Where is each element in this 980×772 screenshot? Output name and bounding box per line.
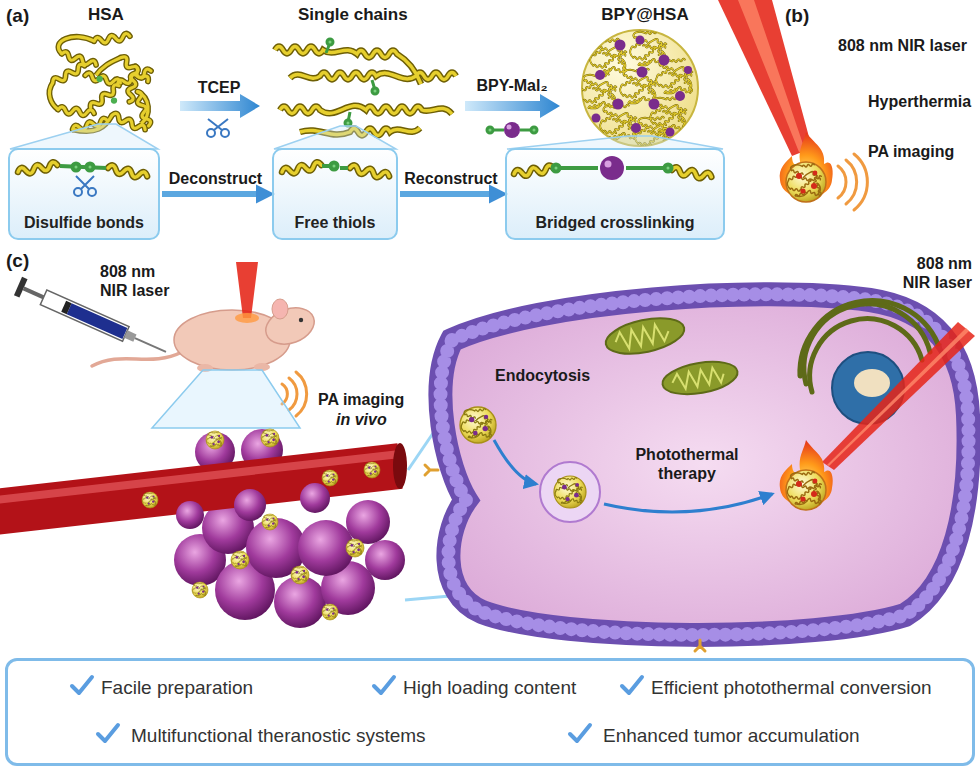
mouse-laser-beam [235, 262, 259, 323]
bpy-mal2-arrow [465, 94, 560, 138]
zoom-funnel [152, 370, 300, 428]
single-chains [275, 39, 456, 136]
inset-fills [9, 149, 724, 239]
closeup-box: Disulfide bonds [8, 148, 160, 240]
imaging-label: in vivo [336, 410, 387, 429]
step-label: Reconstruct [404, 169, 497, 188]
laser-label: 808 nm NIR laser [892, 254, 972, 292]
feature-item: Enhanced tumor accumulation [603, 725, 860, 748]
bpy-hsa-nanoparticle [580, 30, 698, 152]
molecule-label: Single chains [298, 5, 408, 25]
reagent-label: BPY-Mal₂ [476, 76, 547, 95]
mitochondria [603, 312, 740, 399]
molecule-label: BPY@HSA [601, 5, 688, 25]
closeup-caption: Free thiols [295, 214, 376, 232]
hsa-protein [49, 33, 152, 132]
molecule-label: HSA [88, 5, 124, 25]
closeup-box: Bridged crosslinking [505, 148, 725, 240]
mouse [92, 299, 319, 372]
feature-item: High loading content [403, 677, 576, 700]
step-label: Deconstruct [169, 169, 262, 188]
tumor-cells-front [176, 483, 330, 529]
inset-closeups [17, 156, 712, 196]
tcep-arrow [180, 94, 260, 137]
effect-label: PA imaging [868, 142, 954, 161]
panel-letter: (a) [6, 5, 29, 28]
endocytosis-path [460, 407, 833, 522]
reagent-label: TCEP [198, 78, 241, 97]
nir-laser-beam [718, 0, 812, 156]
tumor-nanoparticles [142, 429, 380, 620]
nucleus-er [800, 301, 938, 424]
cell-laser-beam [822, 322, 975, 470]
laser-label: 808 nm NIR laser [100, 262, 180, 300]
process-label: Endocytosis [495, 366, 590, 385]
feature-item: Facile preparation [101, 677, 253, 700]
imaging-label: PA imaging [318, 390, 404, 409]
panel-letter: (b) [785, 5, 809, 28]
process-arrow [162, 191, 269, 197]
feature-panel: Facile preparation High loading content Ef… [5, 658, 975, 766]
process-label: Photothermal therapy [630, 445, 744, 483]
blood-vessel [0, 443, 407, 512]
effect-label: Hyperthermia [868, 92, 971, 111]
inset-callouts [10, 124, 723, 149]
closeup-caption: Disulfide bonds [24, 214, 144, 232]
tumor-cell [425, 294, 969, 651]
feature-item: Multifunctional theranostic systems [131, 725, 426, 748]
closeup-box: Free thiols [272, 148, 398, 240]
closeup-caption: Bridged crosslinking [535, 214, 694, 232]
process-arrow [400, 191, 502, 197]
feature-item: Efficient photothermal conversion [651, 677, 932, 700]
laser-label: 808 nm NIR laser [838, 36, 967, 55]
panel-letter: (c) [6, 250, 29, 273]
hyperthermia-particle [780, 132, 868, 210]
